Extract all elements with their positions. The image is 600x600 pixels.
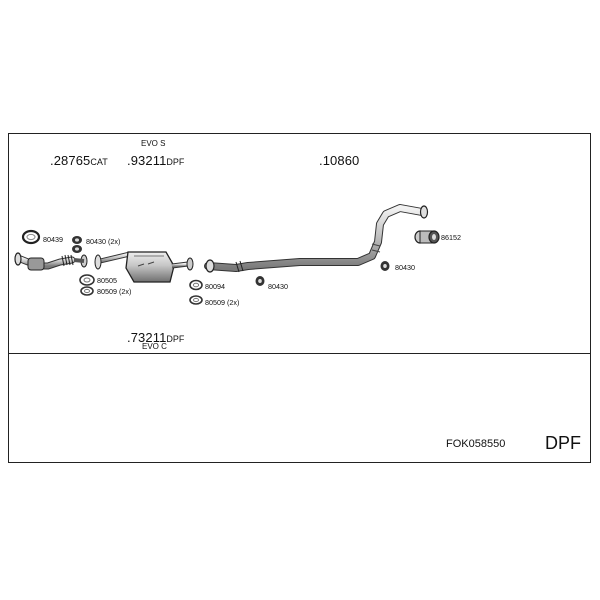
part-73211-label[interactable]: .73211DPF <box>127 330 184 346</box>
small-part-80509-2x-b[interactable]: 80509 (2x) <box>205 298 240 307</box>
bolt-80509-b-icon[interactable] <box>189 295 203 305</box>
part-10860-label[interactable]: .10860 <box>319 153 359 169</box>
clamp-86152-icon[interactable] <box>414 230 440 244</box>
nut-80430-c-icon[interactable] <box>380 261 390 271</box>
part-28765-number: .28765 <box>50 153 91 168</box>
gasket-80094-icon[interactable] <box>189 279 203 291</box>
part-73211-suffix: DPF <box>166 334 185 344</box>
diagram-divider <box>8 353 591 354</box>
part-93211-variant: EVO S <box>141 139 166 148</box>
part-93211-number: .93211 <box>127 153 167 168</box>
small-part-80430[interactable]: 80430 <box>268 282 288 291</box>
gasket-80439-icon[interactable] <box>21 229 41 245</box>
part-93211-suffix: DPF <box>166 157 185 167</box>
small-part-80430-right[interactable]: 80430 <box>395 263 415 272</box>
part-73211-number: .73211 <box>127 330 167 345</box>
dpf-filter-icon[interactable] <box>94 251 194 283</box>
small-part-80094[interactable]: 80094 <box>205 282 225 291</box>
nut-80430-icon[interactable] <box>72 236 82 253</box>
rear-pipe-icon[interactable] <box>204 204 429 273</box>
part-10860-number: .10860 <box>319 153 360 168</box>
diagram-frame <box>8 133 591 463</box>
part-93211-label[interactable]: .93211DPF <box>127 153 184 169</box>
small-part-80439[interactable]: 80439 <box>43 235 63 244</box>
small-part-86152[interactable]: 86152 <box>441 233 461 242</box>
part-28765-label[interactable]: .28765CAT <box>50 153 108 169</box>
small-part-80505[interactable]: 80505 <box>97 276 117 285</box>
part-73211-variant: EVO C <box>142 342 167 351</box>
catalyst-pipe-icon[interactable] <box>14 252 88 271</box>
kit-type-label: DPF <box>545 433 581 453</box>
part-28765-suffix: CAT <box>90 157 108 167</box>
bolt-80509-icon[interactable] <box>80 286 94 296</box>
gasket-80505-icon[interactable] <box>79 274 95 286</box>
kit-code: FOK058550 <box>446 438 506 450</box>
small-part-80430-2x[interactable]: 80430 (2x) <box>86 237 121 246</box>
small-part-80509-2x-a[interactable]: 80509 (2x) <box>97 287 132 296</box>
nut-80430-b-icon[interactable] <box>255 276 265 286</box>
